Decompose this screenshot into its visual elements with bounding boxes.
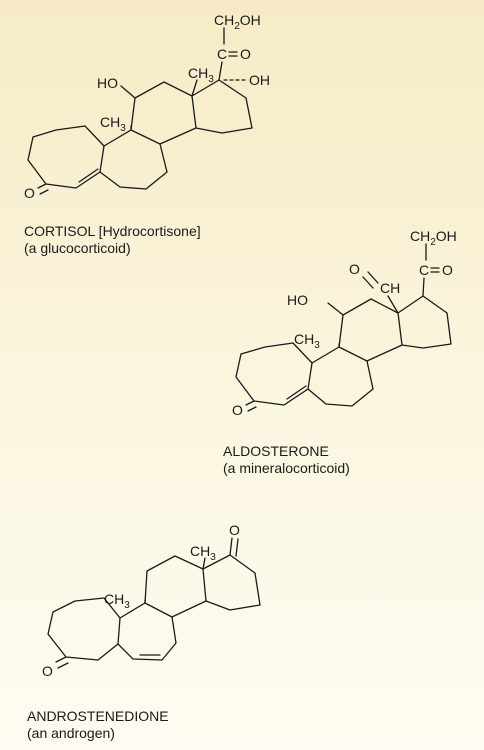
cortisol-ch3-top-label: CH3 bbox=[188, 65, 214, 85]
aldosterone-ring-d bbox=[397, 295, 452, 349]
cortisol-double-bond bbox=[78, 168, 99, 183]
cortisol-ch2oh-label: CH2OH bbox=[214, 12, 261, 32]
aldosterone-co-o-label: O bbox=[442, 262, 453, 278]
androstenedione-ring-a bbox=[47, 597, 121, 661]
cortisol-keto-bond-2 bbox=[39, 189, 49, 195]
cortisol-name: CORTISOL [Hydrocortisone] bbox=[24, 223, 201, 239]
androstenedione-ring-c bbox=[144, 555, 207, 618]
androstenedione-keto-bond-2 bbox=[57, 662, 69, 669]
cortisol-c-label: C bbox=[217, 46, 227, 62]
aldosterone-name: ALDOSTERONE bbox=[223, 443, 329, 459]
androstenedione-ring-d bbox=[202, 554, 261, 611]
aldosterone-ho-bond bbox=[327, 302, 344, 316]
cortisol-structure: HO CH3 CH3 OH O C O CH2OH bbox=[24, 12, 270, 201]
aldosterone-structure: HO CH3 CH O O C O CH2OH bbox=[232, 228, 457, 418]
aldosterone-ring-a bbox=[235, 342, 313, 406]
aldosterone-ring-b bbox=[307, 346, 374, 407]
aldosterone-ald-co-2 bbox=[362, 276, 374, 289]
androstenedione-methyl-13 bbox=[202, 557, 206, 570]
androstenedione-keto-bond bbox=[55, 656, 67, 663]
aldosterone-keto-bond bbox=[245, 400, 255, 406]
androstenedione-class: (an androgen) bbox=[27, 725, 115, 741]
aldosterone-ald-o-label: O bbox=[349, 261, 360, 277]
aldosterone-ald-bond bbox=[387, 295, 399, 314]
cortisol-oh-label: OH bbox=[249, 72, 270, 88]
aldosterone-c-label: C bbox=[419, 262, 429, 278]
cortisol-keto-bond bbox=[37, 183, 47, 189]
aldosterone-ch-ald-label: CH bbox=[380, 280, 400, 296]
aldosterone-class: (a mineralocorticoid) bbox=[223, 460, 350, 476]
cortisol-ring-c bbox=[130, 81, 197, 145]
androstenedione-17-o-label: O bbox=[229, 522, 240, 538]
cortisol-ho-label: HO bbox=[97, 75, 118, 91]
cortisol-ring-b bbox=[99, 129, 168, 190]
aldosterone-side-chain bbox=[422, 277, 425, 297]
cortisol-ch3-mid-label: CH3 bbox=[100, 114, 126, 134]
cortisol-ho-bond bbox=[120, 85, 136, 99]
cortisol-keto-o-label: O bbox=[24, 185, 35, 201]
androstenedione-name: ANDROSTENEDIONE bbox=[27, 708, 169, 724]
aldosterone-ho-label: HO bbox=[287, 292, 308, 308]
androstenedione-structure: CH3 CH3 O O bbox=[42, 522, 261, 679]
aldosterone-ch2oh-label: CH2OH bbox=[410, 228, 457, 248]
cortisol-ring-a bbox=[27, 125, 105, 189]
aldosterone-ald-co-1 bbox=[367, 271, 379, 284]
androstenedione-caption: ANDROSTENEDIONE (an androgen) bbox=[27, 708, 169, 742]
cortisol-co-o-label: O bbox=[240, 46, 251, 62]
cortisol-caption: CORTISOL [Hydrocortisone] (a glucocortic… bbox=[24, 223, 201, 257]
androstenedione-17-keto-2 bbox=[235, 538, 239, 557]
cortisol-ring-d bbox=[191, 79, 253, 134]
androstenedione-keto-o-label: O bbox=[42, 663, 53, 679]
aldosterone-caption: ALDOSTERONE (a mineralocorticoid) bbox=[223, 443, 350, 477]
androstenedione-ch3-mid-label: CH3 bbox=[104, 591, 130, 611]
aldosterone-double-bond bbox=[286, 385, 307, 400]
cortisol-class: (a glucocorticoid) bbox=[24, 240, 131, 256]
androstenedione-ring-b bbox=[117, 602, 177, 661]
cortisol-methyl-13 bbox=[191, 79, 198, 97]
aldosterone-ch3-mid-label: CH3 bbox=[294, 331, 320, 351]
aldosterone-keto-bond-2 bbox=[247, 406, 257, 412]
androstenedione-ch3-top-label: CH3 bbox=[190, 543, 216, 563]
cortisol-side-chain bbox=[218, 61, 223, 81]
androstenedione-17-keto-1 bbox=[229, 537, 233, 556]
aldosterone-keto-o-label: O bbox=[232, 402, 243, 418]
aldosterone-ring-c bbox=[338, 298, 403, 362]
